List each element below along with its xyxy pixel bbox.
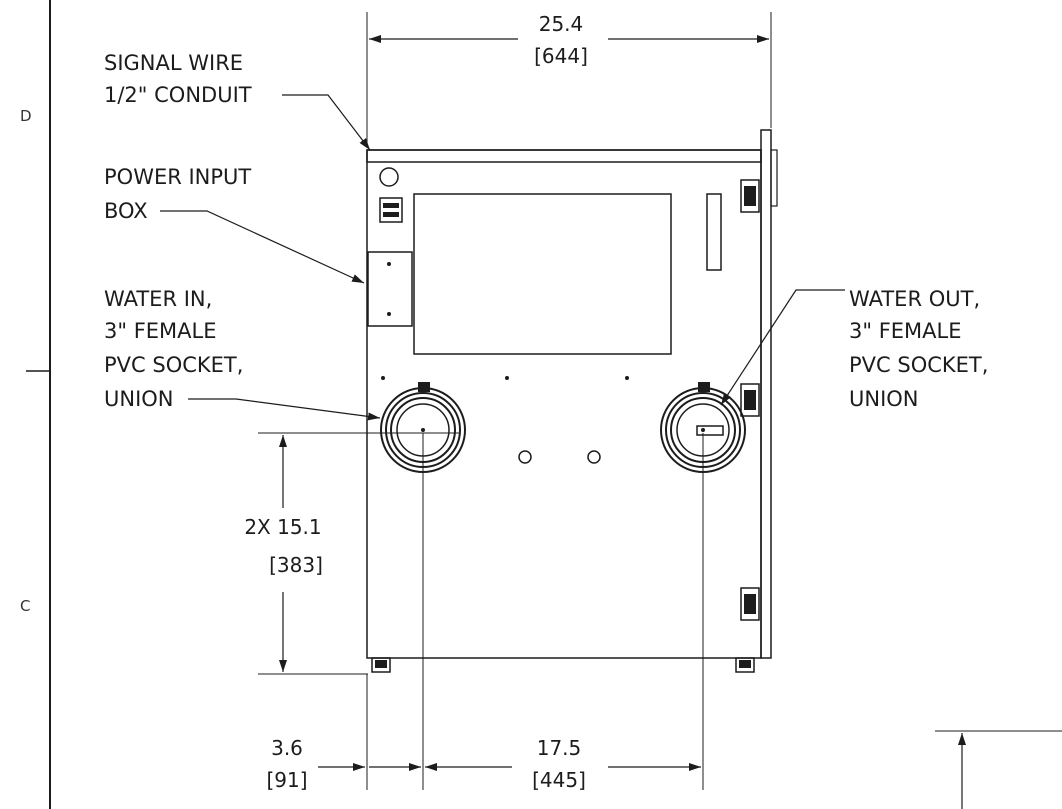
- svg-text:PVC SOCKET,: PVC SOCKET,: [104, 353, 243, 377]
- dim-width-mm: [644]: [534, 44, 588, 68]
- dim-height-inch: 2X 15.1: [244, 515, 321, 539]
- dimension-center-spacing: 17.5 [445]: [425, 736, 701, 792]
- callout-power-input: POWER INPUT BOX: [104, 165, 251, 223]
- hinge-top: [740, 179, 760, 213]
- svg-text:SIGNAL WIRE: SIGNAL WIRE: [104, 51, 243, 75]
- callout-water-out: WATER OUT, 3" FEMALE PVC SOCKET, UNION: [849, 287, 988, 411]
- svg-text:WATER IN,: WATER IN,: [104, 287, 212, 311]
- hinge-middle: [740, 383, 760, 417]
- svg-text:BOX: BOX: [104, 199, 148, 223]
- dim-spacing-mm: [445]: [532, 768, 586, 792]
- hinge-bottom: [740, 587, 760, 621]
- power-input-box: [367, 251, 413, 327]
- svg-text:UNION: UNION: [104, 387, 174, 411]
- svg-text:WATER OUT,: WATER OUT,: [849, 287, 980, 311]
- switch-block: [379, 197, 403, 223]
- callout-signal-wire: SIGNAL WIRE 1/2" CONDUIT: [104, 51, 252, 107]
- dimension-overall-width: 25.4 [644]: [369, 12, 769, 68]
- callout-leaders: [160, 94, 845, 421]
- dimension-left-offset: 3.6 [91]: [266, 736, 421, 792]
- svg-text:1/2" CONDUIT: 1/2" CONDUIT: [104, 83, 252, 107]
- zone-label-d: D: [20, 107, 32, 125]
- svg-text:PVC SOCKET,: PVC SOCKET,: [849, 353, 988, 377]
- svg-text:3" FEMALE: 3" FEMALE: [849, 319, 962, 343]
- svg-text:3" FEMALE: 3" FEMALE: [104, 319, 217, 343]
- dim-height-mm: [383]: [269, 553, 323, 577]
- dim-width-inch: 25.4: [539, 12, 584, 36]
- svg-text:POWER INPUT: POWER INPUT: [104, 165, 251, 189]
- drawing-border: D C: [20, 0, 51, 809]
- cabinet-front-view: [366, 129, 778, 673]
- vent-slot: [706, 193, 722, 271]
- partial-dimension-bottom-right: [935, 730, 1062, 809]
- zone-label-c: C: [20, 597, 30, 615]
- callout-water-in: WATER IN, 3" FEMALE PVC SOCKET, UNION: [104, 287, 243, 411]
- svg-text:UNION: UNION: [849, 387, 919, 411]
- control-panel: [413, 193, 672, 355]
- dim-offset-mm: [91]: [266, 768, 307, 792]
- conduit-port: [379, 167, 399, 187]
- extension-lines: [258, 12, 772, 790]
- dimension-height: 2X 15.1 [383]: [244, 435, 323, 672]
- dim-spacing-inch: 17.5: [537, 736, 582, 760]
- dim-offset-inch: 3.6: [271, 736, 303, 760]
